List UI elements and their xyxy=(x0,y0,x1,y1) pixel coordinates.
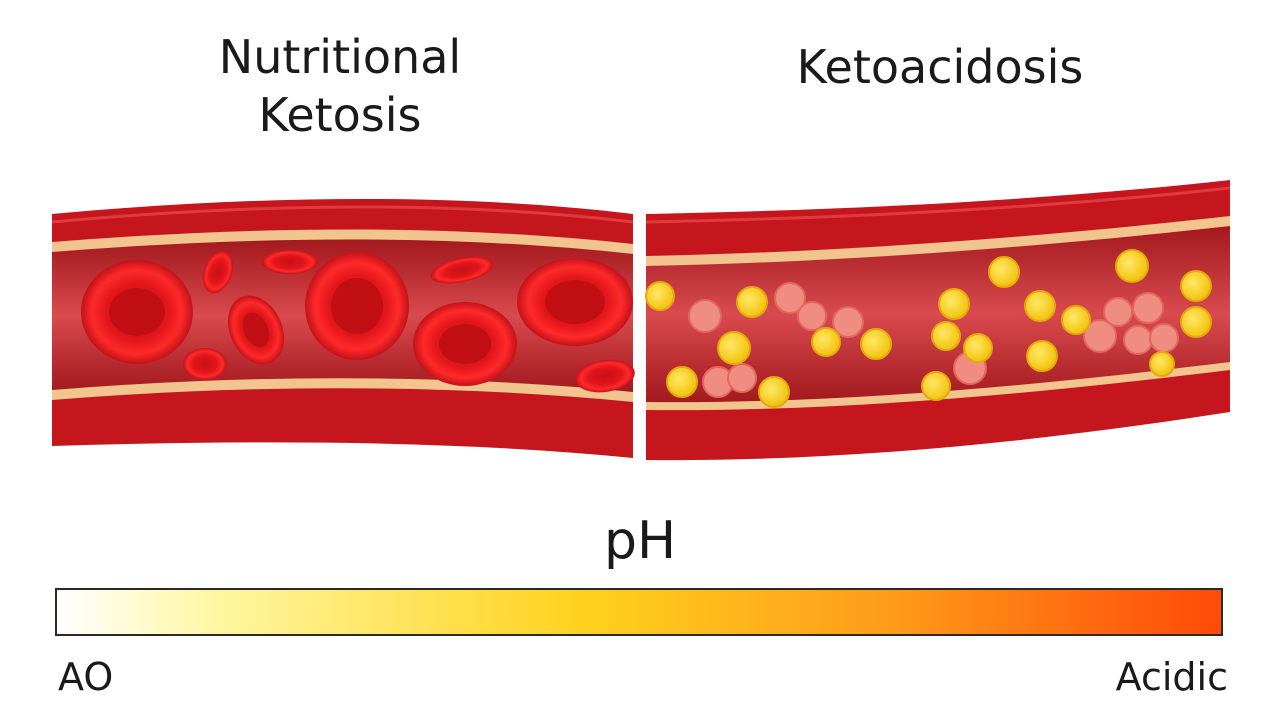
ketoacidosis-title: Ketoacidosis xyxy=(796,40,1084,94)
right-vessel-lumen xyxy=(646,226,1230,403)
left-vessel-highlight xyxy=(51,205,634,224)
damaged-cell-icon xyxy=(1149,323,1179,353)
red-blood-cell-icon xyxy=(227,295,285,365)
ketone-body-icon xyxy=(1061,305,1091,335)
ketone-body-icon xyxy=(963,333,993,363)
ketone-body-icon xyxy=(666,366,698,398)
red-blood-cell-icon xyxy=(81,260,193,364)
damaged-cell-icon xyxy=(1132,292,1164,324)
damaged-cell-icon xyxy=(797,301,827,331)
ketone-body-icon xyxy=(645,281,675,311)
title-line-1: Nutritional xyxy=(218,30,462,84)
ph-scale-label: pH xyxy=(603,511,677,571)
ketone-body-icon xyxy=(758,376,790,408)
ph-gradient-bar xyxy=(55,588,1223,636)
red-blood-cell-icon xyxy=(413,302,517,386)
right-damaged-cells xyxy=(688,282,1179,398)
red-blood-cell-icon xyxy=(517,258,633,346)
damaged-cell-icon xyxy=(832,306,864,338)
red-blood-cell-icon xyxy=(575,359,635,393)
ketone-body-icon xyxy=(1180,270,1212,302)
left-red-blood-cells xyxy=(81,250,635,393)
damaged-cell-icon xyxy=(774,282,806,314)
red-blood-cell-icon xyxy=(430,256,494,284)
right-vessel xyxy=(645,180,1231,461)
scale-left-end-label: AO xyxy=(58,655,114,699)
ketone-body-icon xyxy=(811,327,841,357)
nutritional-ketosis-title: Nutritional Ketosis xyxy=(190,28,490,144)
ketone-body-icon xyxy=(1180,306,1212,338)
damaged-cell-icon xyxy=(727,363,757,393)
ketone-body-icon xyxy=(1026,340,1058,372)
ketone-body-icon xyxy=(988,256,1020,288)
scale-right-end-label: Acidic xyxy=(1115,655,1228,699)
title-line-2: Ketosis xyxy=(258,88,422,142)
ketone-body-icon xyxy=(1149,351,1175,377)
right-vessel-highlight xyxy=(645,186,1231,224)
ketone-body-icon xyxy=(1024,290,1056,322)
damaged-cell-icon xyxy=(688,299,722,333)
ketone-body-icon xyxy=(717,331,751,365)
damaged-cell-icon xyxy=(1083,319,1117,353)
damaged-cell-icon xyxy=(1103,297,1133,327)
damaged-cell-icon xyxy=(1123,325,1153,355)
ketone-body-icon xyxy=(921,371,951,401)
red-blood-cell-icon xyxy=(305,252,409,360)
ketone-body-icon xyxy=(1115,249,1149,283)
red-blood-cell-icon xyxy=(183,348,227,380)
ketone-body-icon xyxy=(860,328,892,360)
right-ketone-bodies xyxy=(645,249,1212,408)
red-blood-cell-icon xyxy=(202,250,234,294)
ketone-body-icon xyxy=(938,288,970,320)
red-blood-cell-icon xyxy=(262,250,318,274)
ketone-body-icon xyxy=(931,321,961,351)
ketone-body-icon xyxy=(736,286,768,318)
